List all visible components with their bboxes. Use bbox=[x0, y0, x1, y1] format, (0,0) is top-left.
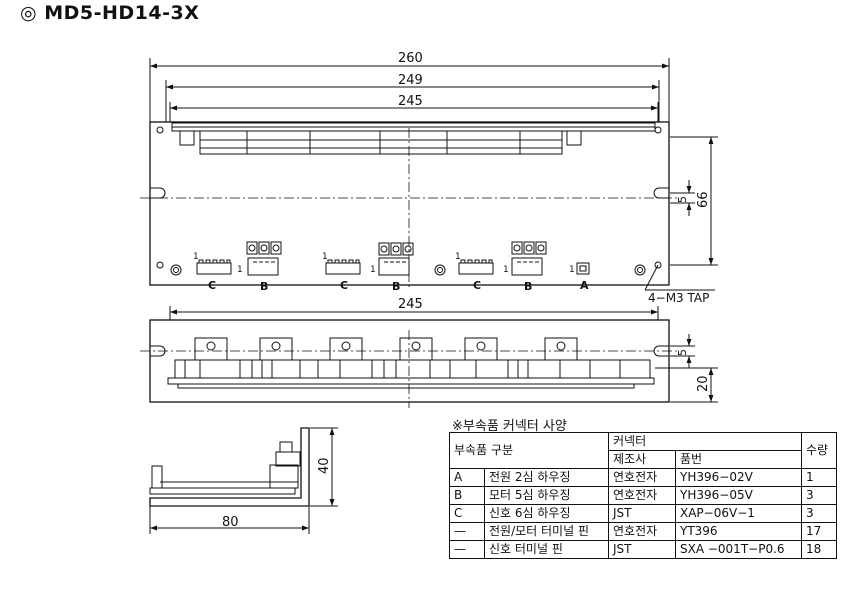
row-partno: YH396−02V bbox=[675, 468, 802, 487]
header-connector: 커넥터 bbox=[608, 432, 802, 451]
row-maker: 연호전자 bbox=[608, 468, 676, 487]
table-row: B 모터 5심 하우징 연호전자 YH396−05V 3 bbox=[449, 486, 837, 505]
row-id: C bbox=[449, 504, 485, 523]
label-b1: B bbox=[260, 280, 268, 293]
dim-20-label: 20 bbox=[696, 375, 711, 392]
table-row: A 전원 2심 하우징 연호전자 YH396−02V 1 bbox=[449, 468, 837, 487]
row-qty: 3 bbox=[801, 504, 837, 523]
side-plate bbox=[149, 319, 670, 403]
label-c1: C bbox=[208, 279, 216, 292]
row-name: 모터 5심 하우징 bbox=[484, 486, 609, 505]
row-qty: 1 bbox=[801, 468, 837, 487]
pin1-label: 1 bbox=[370, 265, 376, 275]
label-c3: C bbox=[473, 279, 481, 292]
row-id: — bbox=[449, 540, 485, 559]
row-id: — bbox=[449, 522, 485, 541]
dim-5-top-label: 5 bbox=[676, 196, 689, 203]
accessory-table-heading: ※부속품 커넥터 사양 bbox=[452, 419, 567, 434]
pin1-label: 1 bbox=[193, 252, 199, 262]
dim-5-side-label: 5 bbox=[676, 349, 689, 356]
row-qty: 17 bbox=[801, 522, 837, 541]
pin1-label: 1 bbox=[503, 265, 509, 275]
dim-66-label: 66 bbox=[696, 191, 711, 208]
side-view bbox=[140, 306, 718, 408]
row-partno: SXA −001T−P0.6 bbox=[675, 540, 802, 559]
header-part: 부속품 구분 bbox=[449, 432, 609, 469]
pin1-label: 1 bbox=[569, 265, 575, 275]
drawing-title: ◎ MD5-HD14-3X bbox=[20, 2, 200, 24]
pin1-label: 1 bbox=[455, 252, 461, 262]
header-partno: 품번 bbox=[675, 450, 802, 469]
table-row: C 신호 6심 하우징 JST XAP−06V−1 3 bbox=[449, 504, 837, 523]
table-row: — 전원/모터 터미널 핀 연호전자 YT396 17 bbox=[449, 522, 837, 541]
row-partno: YT396 bbox=[675, 522, 802, 541]
row-name: 전원/모터 터미널 핀 bbox=[484, 522, 609, 541]
tap-label: 4−M3 TAP bbox=[648, 291, 709, 305]
dim-245-label: 245 bbox=[398, 94, 423, 109]
header-maker: 제조사 bbox=[608, 450, 676, 469]
row-name: 전원 2심 하우징 bbox=[484, 468, 609, 487]
end-view bbox=[149, 427, 338, 534]
label-c2: C bbox=[340, 279, 348, 292]
label-b3: B bbox=[524, 280, 532, 293]
dimension-labels: 260 249 245 66 5 4−M3 TAP 245 5 20 40 80 bbox=[222, 51, 711, 530]
label-b2: B bbox=[392, 280, 400, 293]
board-outline bbox=[149, 121, 670, 286]
pin1-labels: 1 1 1 1 1 1 1 bbox=[193, 252, 575, 275]
dim-80-label: 80 bbox=[222, 515, 239, 530]
row-name: 신호 터미널 핀 bbox=[484, 540, 609, 559]
pin1-label: 1 bbox=[322, 252, 328, 262]
table-row: — 신호 터미널 핀 JST SXA −001T−P0.6 18 bbox=[449, 540, 837, 559]
connector-labels: C B C B C B A bbox=[208, 279, 589, 293]
dim-249-label: 249 bbox=[398, 73, 423, 88]
row-id: B bbox=[449, 486, 485, 505]
pin1-label: 1 bbox=[237, 265, 243, 275]
top-view bbox=[140, 58, 718, 291]
header-qty: 수량 bbox=[801, 432, 837, 469]
row-maker: 연호전자 bbox=[608, 486, 676, 505]
row-maker: 연호전자 bbox=[608, 522, 676, 541]
row-qty: 18 bbox=[801, 540, 837, 559]
dim-245-side-label: 245 bbox=[398, 297, 423, 312]
accessory-connector-table: 부속품 구분 커넥터 수량 제조사 품번 A 전원 2심 하우징 연호전자 YH… bbox=[449, 432, 837, 559]
row-name: 신호 6심 하우징 bbox=[484, 504, 609, 523]
row-partno: YH396−05V bbox=[675, 486, 802, 505]
row-maker: JST bbox=[608, 540, 676, 559]
row-id: A bbox=[449, 468, 485, 487]
row-partno: XAP−06V−1 bbox=[675, 504, 802, 523]
dim-40-label: 40 bbox=[317, 457, 332, 474]
dim-260-label: 260 bbox=[398, 51, 423, 66]
row-maker: JST bbox=[608, 504, 676, 523]
label-a: A bbox=[580, 279, 589, 292]
row-qty: 3 bbox=[801, 486, 837, 505]
